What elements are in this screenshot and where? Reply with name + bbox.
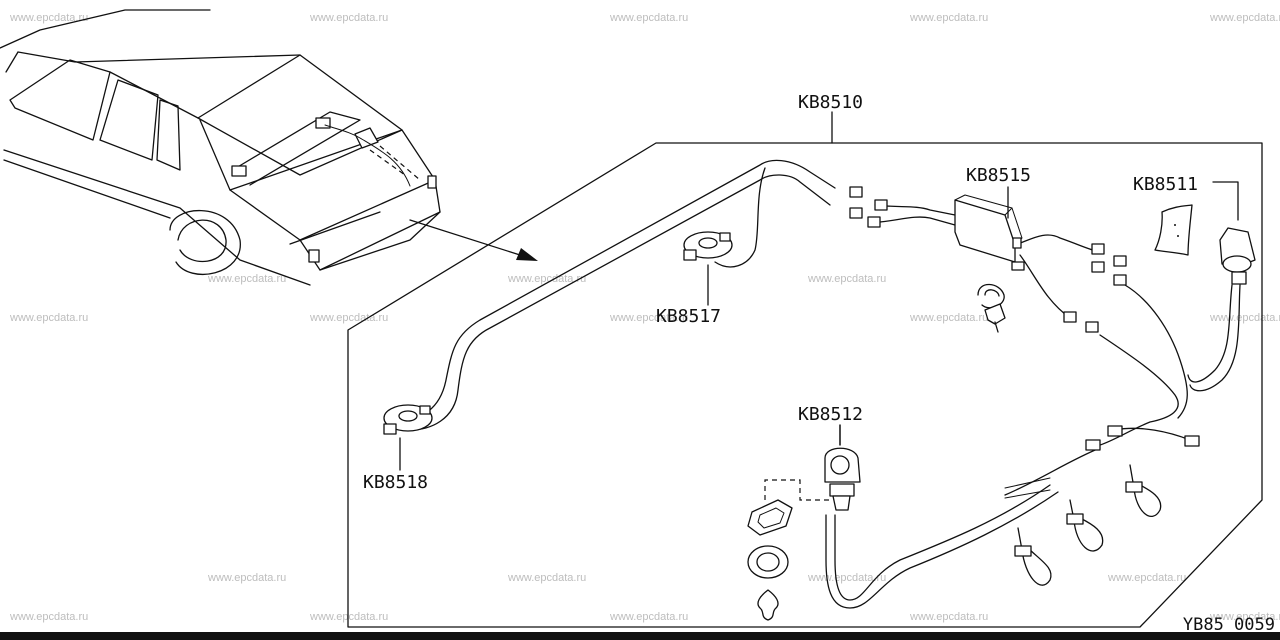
connector	[1091, 243, 1105, 255]
watermark: www.epcdata.ru	[207, 273, 286, 285]
watermark: www.epcdata.ru	[507, 572, 586, 584]
right-rear-sensor-mount	[427, 175, 437, 189]
watermark: www.epcdata.ru	[207, 572, 286, 584]
sensor-right-part	[683, 231, 733, 306]
buzzer-part	[764, 424, 861, 511]
watermark: www.epcdata.ru	[909, 611, 988, 623]
label-kb8517: KB8517	[656, 306, 721, 327]
diagram-code: YB85 0059	[1183, 615, 1275, 635]
left-tail-lamp-mount	[231, 165, 247, 177]
left-rear-sensor-mount	[308, 249, 320, 263]
watermark: www.epcdata.ru	[9, 312, 88, 324]
label-kb8515: KB8515	[966, 165, 1031, 186]
connector	[1085, 439, 1101, 451]
watermark: www.epcdata.ru	[1209, 12, 1280, 24]
watermark: www.epcdata.ru	[1209, 611, 1280, 623]
sensor-left-part	[383, 404, 433, 471]
connector	[1085, 321, 1099, 333]
connector	[867, 216, 881, 228]
watermark: www.epcdata.ru	[609, 611, 688, 623]
watermark: www.epcdata.ru	[9, 12, 88, 24]
label-kb8511: KB8511	[1133, 174, 1198, 195]
watermark: www.epcdata.ru	[309, 12, 388, 24]
watermark: www.epcdata.ru	[507, 273, 586, 285]
bottom-border	[0, 632, 1280, 640]
control-unit-part	[954, 194, 1025, 271]
label-kb8510: KB8510	[798, 92, 863, 113]
watermark: www.epcdata.ru	[909, 12, 988, 24]
control-unit-location	[354, 127, 379, 149]
cable-ties	[1014, 464, 1162, 586]
watermark: www.epcdata.ru	[309, 312, 388, 324]
label-kb8518: KB8518	[363, 472, 428, 493]
watermark: www.epcdata.ru	[807, 273, 886, 285]
watermark: www.epcdata.ru	[609, 312, 688, 324]
gasket-parts	[747, 499, 793, 621]
connector	[1184, 435, 1200, 447]
connector	[874, 199, 888, 211]
label-kb8512: KB8512	[798, 404, 863, 425]
connector	[1113, 255, 1127, 267]
connector	[1113, 274, 1127, 286]
wire-harness	[399, 159, 1241, 609]
watermark: www.epcdata.ru	[1107, 572, 1186, 584]
indicator-lamp-part	[1154, 181, 1256, 285]
connector	[1107, 425, 1123, 437]
watermark: www.epcdata.ru	[1209, 312, 1280, 324]
harness-clip	[977, 283, 1006, 333]
watermark: www.epcdata.ru	[807, 572, 886, 584]
car-illustration	[0, 9, 441, 286]
watermark: www.epcdata.ru	[609, 12, 688, 24]
view-arrow	[409, 219, 538, 261]
watermark: www.epcdata.ru	[909, 312, 988, 324]
watermark: www.epcdata.ru	[9, 611, 88, 623]
watermark-layer: www.epcdata.ru www.epcdata.ru www.epcdat…	[9, 12, 1280, 623]
connector	[849, 186, 863, 198]
connector	[849, 207, 863, 219]
connector	[1091, 261, 1105, 273]
exploded-view-frame	[347, 142, 1263, 628]
leader-lines	[831, 111, 1009, 446]
connectors	[849, 186, 1200, 451]
connector	[1063, 311, 1077, 323]
right-tail-lamp-mount	[315, 117, 331, 129]
